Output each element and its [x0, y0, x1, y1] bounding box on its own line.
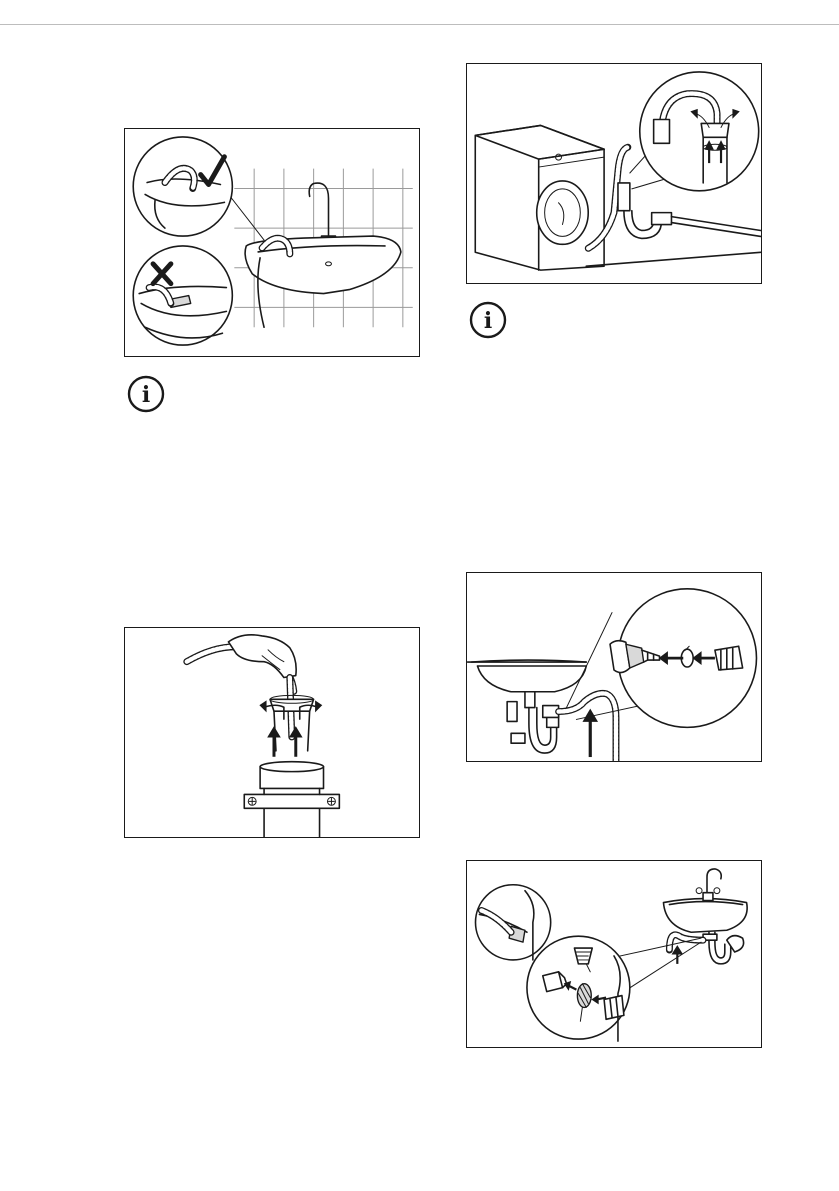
info-icon: i — [126, 374, 166, 414]
sink-drain-filter-illustration — [467, 861, 761, 1047]
figure-sink-drain-filter-connection — [466, 860, 762, 1048]
washing-machine-illustration — [467, 64, 761, 283]
figure-standpipe-drain-hose — [124, 627, 420, 838]
sink-hook-illustration — [125, 129, 419, 356]
figure-washing-machine-drain-connection — [466, 63, 762, 284]
header-divider — [0, 24, 839, 25]
info-glyph: i — [484, 308, 492, 334]
figure-sink-hook-installation — [124, 128, 420, 357]
sink-spigot-illustration — [467, 573, 761, 761]
standpipe-illustration — [125, 628, 419, 837]
info-icon: i — [468, 300, 508, 340]
info-glyph: i — [142, 382, 150, 408]
figure-sink-spigot-connection — [466, 572, 762, 762]
